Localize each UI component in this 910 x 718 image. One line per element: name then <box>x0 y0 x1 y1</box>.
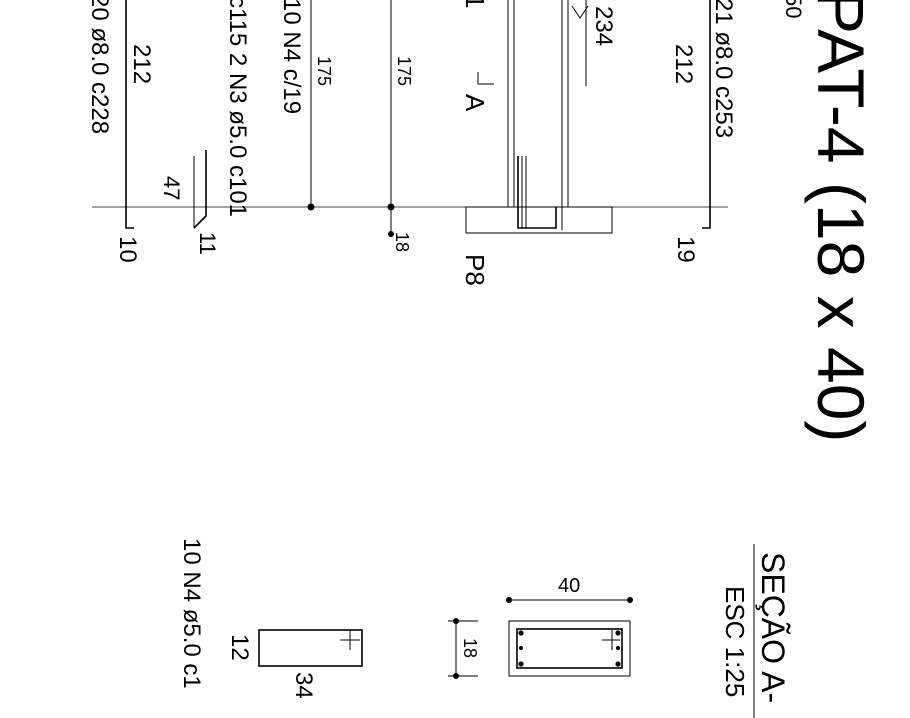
section-view: 40 18 <box>448 575 633 679</box>
bottom-bar-length: 212 <box>128 44 155 84</box>
n3-label: c115 2 N3 ø5.0 c101 <box>224 0 251 217</box>
top-bar-length: 212 <box>670 44 697 84</box>
bar-234: 234 <box>571 0 617 86</box>
section-height-dim: 18 <box>460 638 480 658</box>
dim-175-b: 175 <box>394 56 414 86</box>
stirrup-spacing-1: 10 N4 c/19 175 <box>278 0 334 211</box>
top-bar-label: 21 ø8.0 c253 <box>710 0 737 138</box>
stirrup-label: 10 N4 c/19 <box>278 0 305 114</box>
top-bar-hook: 19 <box>672 236 699 263</box>
section-concrete <box>508 620 631 677</box>
section-cut-mark: A 1 <box>460 0 494 112</box>
section-title: SEÇÃO A- <box>755 552 791 703</box>
dim-11: 11 <box>195 232 220 255</box>
section-cut-letter: A <box>460 94 490 112</box>
section-cut-prefix: 1 <box>460 0 490 8</box>
section-width-dim: 40 <box>558 575 580 597</box>
n3-bent-bar: c115 2 N3 ø5.0 c101 47 11 <box>159 0 251 255</box>
bottom-bar-label: 20 ø8.0 c228 <box>86 0 113 134</box>
pillar-p8: P8 <box>460 0 613 286</box>
beam-title: PAT-4 (18 x 40) <box>804 0 878 442</box>
bottom-bar: 20 ø8.0 c228 212 10 <box>86 0 155 263</box>
section-title-block: SEÇÃO A- ESC 1:25 <box>720 544 791 718</box>
dim-18: 18 <box>392 232 412 252</box>
stirrup-dim-b: 34 <box>290 672 317 699</box>
top-bar: 21 ø8.0 c253 212 19 <box>670 0 737 263</box>
stirrup-detail: 12 34 10 N4 ø5.0 c1 <box>178 538 363 699</box>
bar-234-label: 234 <box>590 6 617 46</box>
stirrup-dim-a: 12 <box>226 634 253 661</box>
dim-175-a: 175 <box>314 56 334 86</box>
scale-partial: 50 <box>781 0 806 18</box>
bottom-bar-hook: 10 <box>114 236 141 263</box>
section-scale: ESC 1:25 <box>720 586 750 697</box>
stirrup-detail-label: 10 N4 ø5.0 c1 <box>178 538 205 689</box>
section-stirrup <box>516 628 623 669</box>
dim-47: 47 <box>159 176 184 200</box>
stirrup-spacing-2: 175 18 <box>387 0 414 252</box>
stirrup-detail-shape <box>258 629 363 667</box>
pillar-label: P8 <box>460 254 490 286</box>
